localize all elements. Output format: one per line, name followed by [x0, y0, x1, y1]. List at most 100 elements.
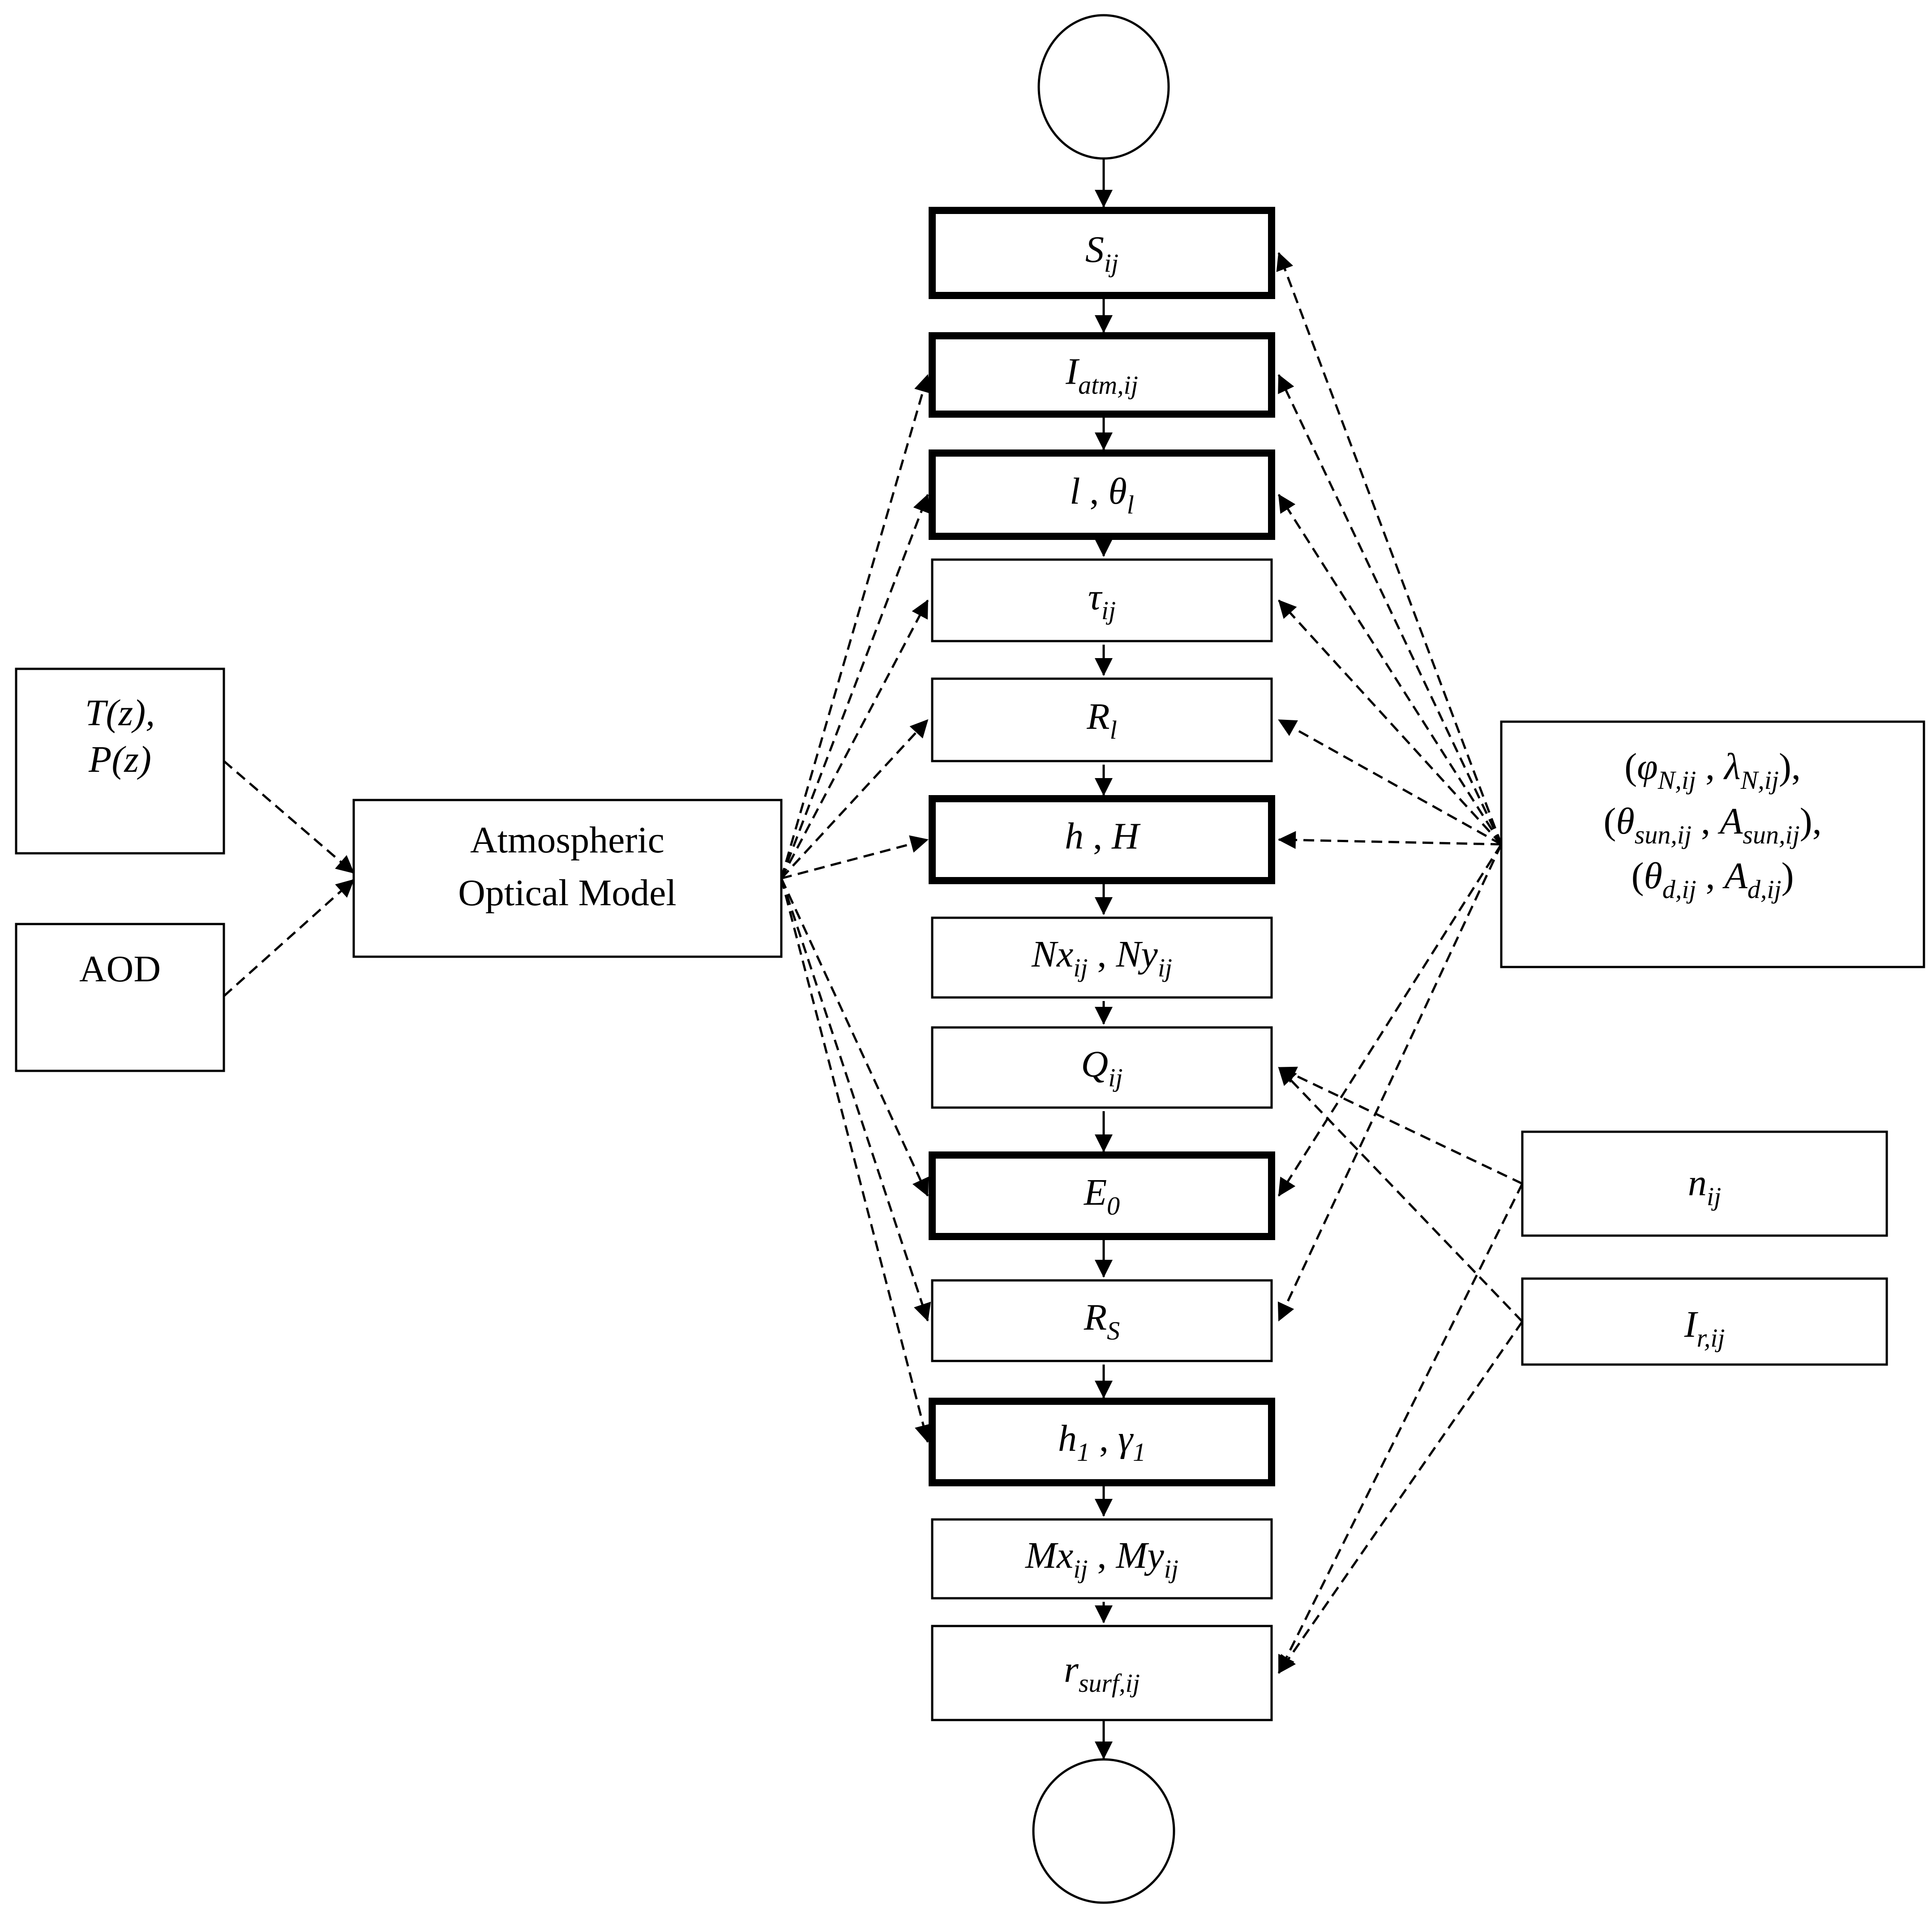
atmospheric-optical-model-line1: Atmospheric [470, 819, 664, 861]
aod-box [15, 923, 225, 1072]
step-rl-box [931, 677, 1273, 762]
step-rl-label: Rl [1086, 696, 1117, 745]
geometry-to-step-e0 [1277, 843, 1503, 1197]
temperature-profile-label: T(z), [85, 692, 155, 734]
step-mxy-part: My [1116, 1535, 1165, 1576]
step-s: Sij [929, 207, 1275, 299]
aod-to-model-arrow [223, 879, 355, 997]
step-h1: h1 , γ1 [929, 1398, 1275, 1486]
step-mxy-part: ij [1164, 1554, 1178, 1583]
step-hH-box [929, 795, 1275, 884]
step-nxy-label: Nxij , Nyij [1031, 933, 1172, 982]
refractive-index-part: n [1688, 1162, 1707, 1204]
geometry-line-3-part: ( [1631, 855, 1644, 897]
step-mxy-label: Mxij , Myij [1025, 1535, 1178, 1583]
step-rsurf-part: surf,ij [1079, 1669, 1140, 1698]
step-q-box [931, 1026, 1273, 1109]
geometry-line-2-part: sun,ij [1635, 820, 1692, 849]
step-hH-part: h [1065, 816, 1084, 857]
step-mxy: Mxij , Myij [931, 1518, 1273, 1600]
end-terminal [1032, 1758, 1175, 1904]
step-e0-label: E0 [1084, 1172, 1120, 1220]
step-tau-label: τij [1088, 576, 1116, 625]
geometry-line-2: (θsun,ij , Asun,ij), [1603, 800, 1821, 849]
refractive-index-to-rsurf-arrow [1277, 1183, 1524, 1674]
step-l: l , θl [929, 449, 1275, 540]
step-mxy-part: Mx [1025, 1535, 1073, 1576]
radiance-to-rsurf-arrow [1277, 1321, 1524, 1674]
step-rl-part: R [1086, 696, 1110, 737]
step-rsurf: rsurf,ij [931, 1625, 1273, 1721]
geometry-line-3-part: d,ij [1748, 875, 1782, 904]
step-tau-part: τ [1088, 576, 1103, 618]
connector-layer [223, 158, 1524, 1759]
step-q-part: ij [1108, 1063, 1122, 1092]
step-q-part: Q [1081, 1044, 1109, 1085]
atmospheric-optical-model-line2: Optical Model [458, 872, 677, 914]
step-hH-part: H [1111, 816, 1141, 857]
geometry-line-1-part: , [1696, 746, 1724, 787]
radiance-box [1521, 1277, 1888, 1366]
model-to-step-h1 [780, 878, 932, 1443]
refractive-index-box [1521, 1130, 1888, 1237]
step-e0-box [929, 1151, 1275, 1240]
model-to-step-e0 [780, 877, 929, 1197]
geometry-line-1-part: N,ij [1658, 766, 1696, 795]
geometry-line-2-part: ), [1800, 800, 1822, 842]
model-to-step-iatm [780, 374, 932, 879]
step-nxy-part: ij [1158, 953, 1172, 982]
geometry-line-3: (θd,ij , Ad,ij) [1631, 855, 1794, 904]
step-tau: τij [931, 558, 1273, 642]
step-h1-box [929, 1398, 1275, 1486]
radiance-part: I [1684, 1304, 1699, 1345]
geometry-line-2-part: A [1718, 800, 1743, 842]
geometry-line-1-part: ( [1624, 746, 1637, 787]
step-iatm: Iatm,ij [929, 332, 1275, 418]
tz-to-model-arrow [223, 760, 355, 874]
step-l-part: , [1080, 471, 1108, 512]
step-mxy-part: , [1088, 1535, 1116, 1576]
step-hH: h , H [929, 795, 1275, 884]
geometry-line-2-part: sun,ij [1743, 820, 1799, 849]
geometry-labels: (φN,ij , λN,ij),(θsun,ij , Asun,ij),(θd,… [1603, 746, 1821, 904]
step-l-part: θ [1108, 471, 1127, 512]
step-nxy-part: Ny [1116, 933, 1158, 975]
geometry-line-1-part: ), [1779, 746, 1801, 787]
atmospheric-optical-model-box [352, 799, 783, 958]
start-terminal [1037, 14, 1170, 160]
step-rs-part: R [1084, 1297, 1107, 1338]
step-q: Qij [931, 1026, 1273, 1109]
step-iatm-label: Iatm,ij [1065, 351, 1138, 400]
step-rs-label: RS [1084, 1297, 1120, 1345]
geometry-line-2-part: , [1692, 800, 1720, 842]
geometry-to-step-s [1276, 252, 1503, 845]
step-rs: RS [931, 1279, 1273, 1362]
step-h1-part: 1 [1133, 1438, 1146, 1467]
step-s-part: S [1085, 229, 1104, 270]
geometry-line-2-part: θ [1616, 800, 1634, 842]
step-q-label: Qij [1081, 1044, 1123, 1092]
step-mxy-part: ij [1073, 1554, 1088, 1583]
step-e0-part: 0 [1107, 1191, 1120, 1220]
geometry-to-step-hH [1278, 831, 1502, 849]
geometry-box [1500, 720, 1925, 968]
geometry-line-1-part: N,ij [1740, 766, 1778, 795]
geometry-to-step-iatm [1277, 374, 1503, 845]
step-e0: E0 [929, 1151, 1275, 1240]
geometry-line-3-part: θ [1644, 855, 1662, 897]
geometry-to-step-rl [1278, 719, 1502, 846]
refractive-index-to-q-arrow [1278, 1066, 1523, 1185]
step-nxy-box [931, 916, 1273, 999]
geometry-line-3-part: d,ij [1662, 875, 1696, 904]
step-rsurf-label: rsurf,ij [1064, 1649, 1140, 1698]
step-iatm-box [929, 332, 1275, 418]
step-nxy-part: Nx [1031, 933, 1073, 975]
step-s-label: Sij [1085, 229, 1118, 278]
step-h1-part: h [1058, 1418, 1077, 1459]
step-nxy-part: , [1088, 933, 1116, 975]
aod-label: AOD [79, 948, 161, 990]
step-rs-box [931, 1279, 1273, 1362]
temperature-pressure-box [15, 668, 225, 855]
step-tau-part: ij [1101, 596, 1116, 625]
